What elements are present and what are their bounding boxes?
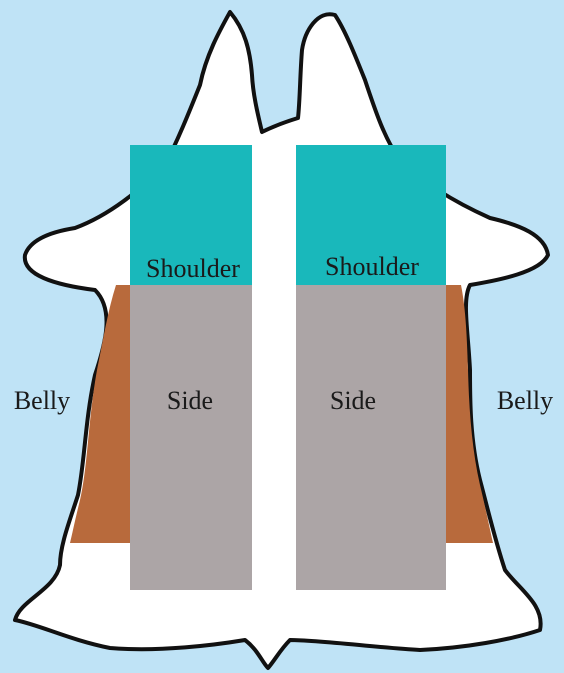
belly-right-label: Belly (497, 386, 553, 415)
side-left-label: Side (167, 386, 213, 415)
side-right-label: Side (330, 386, 376, 415)
shoulder-right-label: Shoulder (325, 252, 419, 281)
side-left-panel (130, 285, 252, 590)
shoulder-left-label: Shoulder (146, 254, 240, 283)
belly-left-label: Belly (14, 386, 70, 415)
side-right-panel (296, 285, 446, 590)
